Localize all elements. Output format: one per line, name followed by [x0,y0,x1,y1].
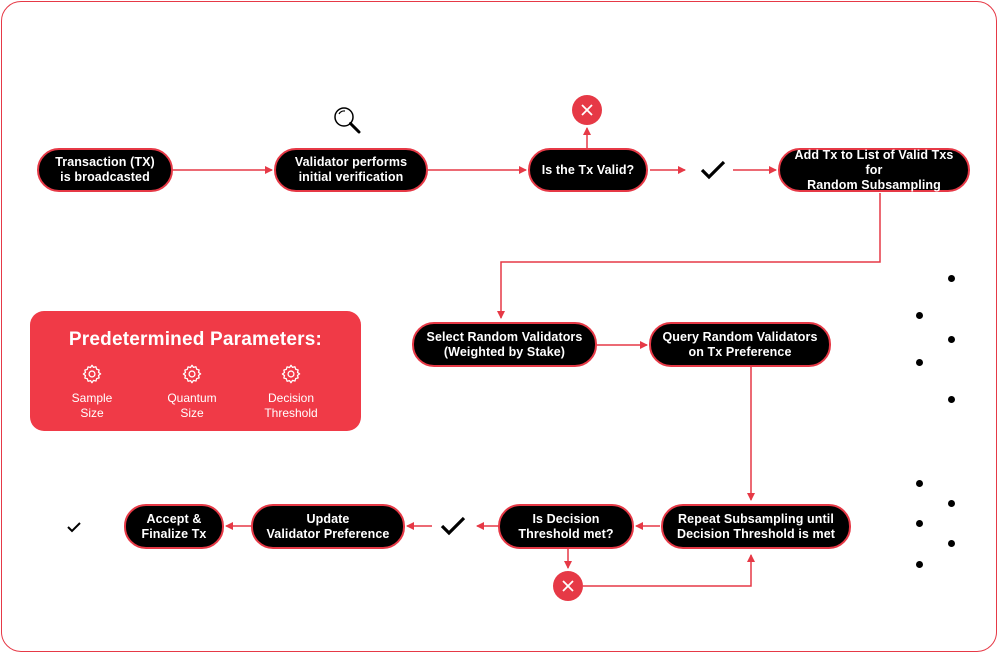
node-add-tx-list-line2: Random Subsampling [807,177,941,192]
node-select-validators: Select Random Validators(Weighted by Sta… [412,322,597,367]
node-update-preference-line2: Validator Preference [266,526,390,541]
node-select-validators-line1: Select Random Validators [426,329,583,344]
node-validator-verification-line2: initial verification [298,170,404,184]
node-repeat-subsampling-line1: Repeat Subsampling until [678,511,834,526]
parameter-quantum-size-line1: Quantum [167,391,217,405]
parameter-quantum-size: Quantum Size [147,363,237,421]
decorative-dot [948,396,955,403]
parameter-sample-size-line1: Sample [71,391,113,405]
parameter-sample-size-line2: Size [80,406,104,420]
arrow-reject-to-repeat [583,554,755,587]
decorative-dot [916,520,923,527]
gear-icon [82,364,102,384]
decorative-dot [916,359,923,366]
parameter-decision-threshold-line1: Decision [267,391,315,405]
gear-icon [182,364,202,384]
node-validator-verification-line1: Validator performs [294,155,408,169]
decorative-dot [948,275,955,282]
parameters-title: Predetermined Parameters: [68,329,323,350]
node-tx-broadcast-line2: is broadcasted [60,170,150,184]
decorative-dot [948,540,955,547]
threshold-checkmark-icon [440,516,466,536]
parameter-decision-threshold: Decision Threshold [246,363,336,421]
parameter-decision-threshold-line2: Threshold [264,406,318,420]
node-update-preference-line1: Update [306,511,350,526]
node-repeat-subsampling-line2: Decision Threshold is met [676,526,836,541]
node-is-threshold-met-line1: Is Decision [532,511,600,526]
magnifier-icon [334,107,361,134]
final-checkmark-icon [67,522,81,533]
node-select-validators-line2: (Weighted by Stake) [443,344,566,359]
gear-icon [281,364,301,384]
decorative-dot [916,312,923,319]
reject-x-circle-icon [572,95,602,125]
node-accept-finalize-line1: Accept & [146,511,202,526]
parameter-quantum-size-line2: Size [180,406,204,420]
threshold-reject-x-circle-icon [553,571,583,601]
node-query-validators-line2: on Tx Preference [688,344,792,359]
node-accept-finalize: Accept &Finalize Tx [124,504,224,549]
arrow-add-to-select [497,193,881,319]
node-is-tx-valid: Is the Tx Valid? [528,148,648,192]
node-accept-finalize-line2: Finalize Tx [141,526,207,541]
predetermined-parameters-panel: Predetermined Parameters: Sample Size Qu… [30,311,361,431]
decorative-dot [948,500,955,507]
node-query-validators-line1: Query Random Validators [662,329,818,344]
node-tx-broadcast: Transaction (TX)is broadcasted [37,148,173,192]
node-tx-broadcast-line1: Transaction (TX) [55,155,155,169]
node-is-threshold-met-line2: Threshold met? [518,526,614,541]
decorative-dot [916,561,923,568]
parameter-sample-size: Sample Size [47,363,137,421]
node-add-tx-list-line1: Add Tx to List of Valid Txs for [794,147,954,177]
decorative-dot [916,480,923,487]
decorative-dot [948,336,955,343]
valid-checkmark-icon [700,160,726,180]
node-is-tx-valid-line1: Is the Tx Valid? [541,162,635,177]
